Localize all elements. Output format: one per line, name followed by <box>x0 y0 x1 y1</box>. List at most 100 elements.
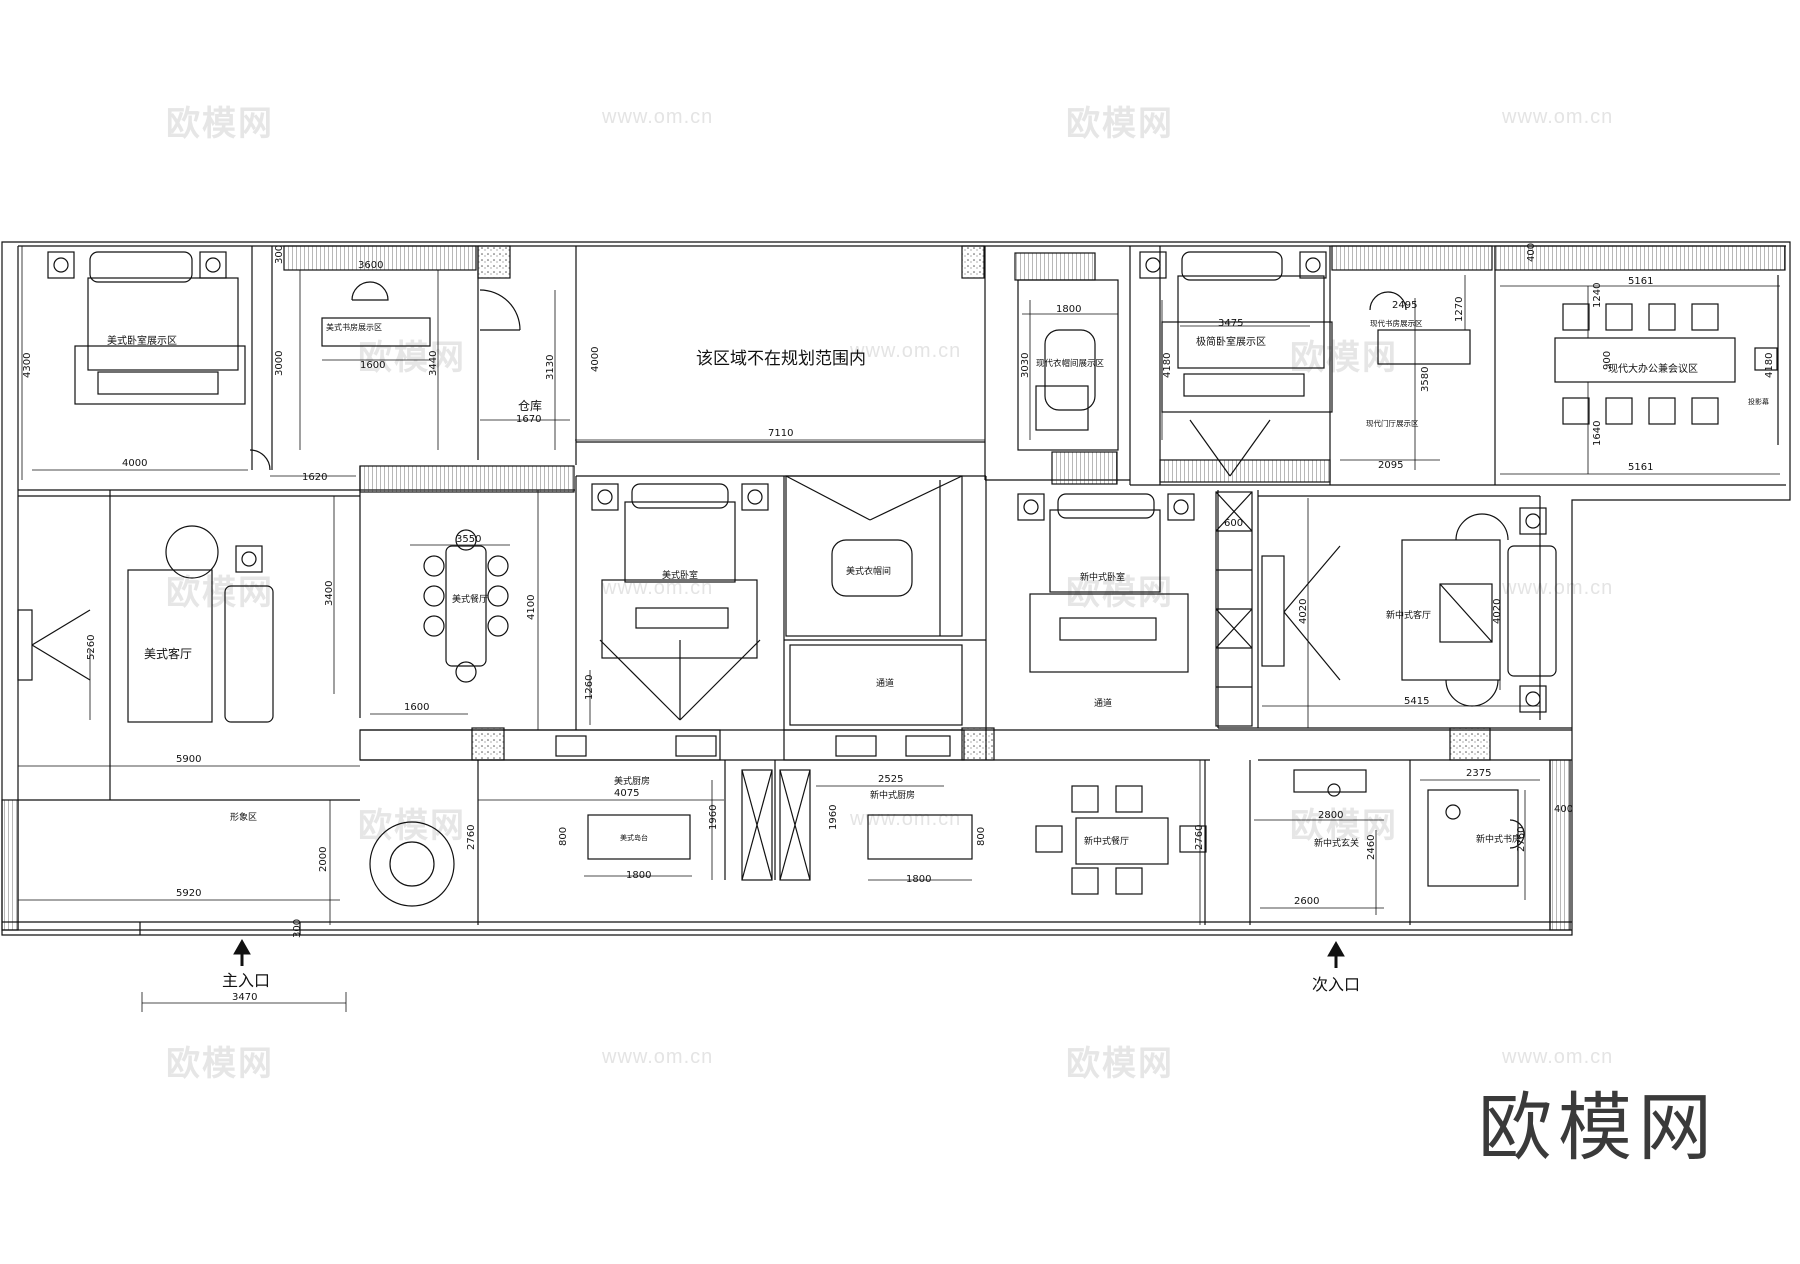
dim-4300: 4300 <box>22 353 33 378</box>
dim-1240: 1240 <box>1592 283 1603 308</box>
room-label-us-island: 美式岛台 <box>620 833 648 842</box>
watermark-brand: 欧模网 <box>1066 573 1174 613</box>
dim-4180b: 4180 <box>1764 353 1775 378</box>
dim-4000: 4000 <box>122 458 147 469</box>
dim-1670: 1670 <box>516 414 541 425</box>
watermark-url: www.om.cn <box>602 1046 714 1068</box>
dim-1620: 1620 <box>302 472 327 483</box>
dim-3000: 3000 <box>274 351 285 376</box>
dim-400b: 400 <box>1554 804 1573 815</box>
dim-4100: 4100 <box>526 595 537 620</box>
dim-3580: 3580 <box>1420 367 1431 392</box>
room-label-new-chinese-bedroom: 新中式卧室 <box>1080 571 1125 583</box>
room-label-passage-1: 通道 <box>876 677 894 689</box>
room-label-modern-office-meeting: 现代大办公兼会议区 <box>1608 362 1698 375</box>
room-label-new-chinese-study: 新中式书房 <box>1476 833 1521 845</box>
dim-300b: 300 <box>292 919 303 938</box>
dim-7110: 7110 <box>768 428 793 439</box>
dim-800b: 800 <box>976 827 987 846</box>
room-label-new-chinese-living-room: 新中式客厅 <box>1386 609 1431 621</box>
room-label-us-dining-room: 美式餐厅 <box>452 593 488 605</box>
dim-1800c: 1800 <box>906 874 931 885</box>
dim-1960b: 1960 <box>828 805 839 830</box>
room-label-modern-entry-hall-display: 现代门厅展示区 <box>1366 418 1419 428</box>
room-label-us-wardrobe: 美式衣帽间 <box>846 565 891 577</box>
room-label-us-study-display: 美式书房展示区 <box>326 322 382 332</box>
dim-1600: 1600 <box>360 360 385 371</box>
dim-1600b: 1600 <box>404 702 429 713</box>
dim-5900: 5900 <box>176 754 201 765</box>
watermark-brand: 欧模网 <box>1066 1044 1174 1084</box>
room-label-new-chinese-foyer: 新中式玄关 <box>1314 837 1359 849</box>
dim-800: 800 <box>558 827 569 846</box>
dim-1800: 1800 <box>1056 304 1081 315</box>
dim-400: 400 <box>1526 243 1537 262</box>
outer-wall <box>1 241 1791 936</box>
dim-3475: 3475 <box>1218 318 1243 329</box>
dim-1260: 1260 <box>584 675 595 700</box>
watermark-url: www.om.cn <box>1502 1046 1614 1068</box>
watermark-brand: 欧模网 <box>1066 104 1174 144</box>
dim-3130: 3130 <box>545 355 556 380</box>
dim-3030: 3030 <box>1020 353 1031 378</box>
watermark-url: www.om.cn <box>1502 106 1614 128</box>
room-label-new-chinese-kitchen: 新中式厨房 <box>870 789 915 801</box>
dim-2495: 2495 <box>1392 300 1417 311</box>
dim-2095: 2095 <box>1378 460 1403 471</box>
dim-3470: 3470 <box>232 992 257 1003</box>
watermark-url: www.om.cn <box>602 106 714 128</box>
dim-5161b: 5161 <box>1628 462 1653 473</box>
watermark-url: www.om.cn <box>1502 577 1614 599</box>
room-label-us-bedroom: 美式卧室 <box>662 569 698 581</box>
watermark-url: www.om.cn <box>850 808 962 830</box>
watermark-brand: 欧模网 <box>166 573 274 613</box>
watermark-brand: 欧模网 <box>1290 806 1398 846</box>
dim-4020: 4020 <box>1298 599 1309 624</box>
room-label-projection-screen: 投影幕 <box>1748 397 1769 406</box>
dim-300: 300 <box>274 245 285 264</box>
room-label-new-chinese-dining: 新中式餐厅 <box>1084 835 1129 847</box>
room-label-modern-wardrobe-display: 现代衣帽间展示区 <box>1036 358 1105 369</box>
dim-4180: 4180 <box>1162 353 1173 378</box>
dim-4075: 4075 <box>614 788 639 799</box>
dim-2760: 2760 <box>466 825 477 850</box>
room-label-light-luxury-bedroom-display: 极简卧室展示区 <box>1196 335 1266 348</box>
dim-1270: 1270 <box>1454 297 1465 322</box>
room-label-us-kitchen: 美式厨房 <box>614 775 650 787</box>
dim-5260: 5260 <box>86 635 97 660</box>
dim-3550: 3550 <box>456 534 481 545</box>
watermark-brand: 欧模网 <box>358 338 466 378</box>
watermark-brand: 欧模网 <box>166 104 274 144</box>
dim-3400: 3400 <box>324 581 335 606</box>
corner-brand-logo: 欧模网 <box>1478 1085 1718 1171</box>
dim-2600: 2600 <box>1294 896 1319 907</box>
dim-600: 600 <box>1224 518 1243 529</box>
main-entrance-label: 主入口 <box>222 971 270 990</box>
dim-2525: 2525 <box>878 774 903 785</box>
dim-5415: 5415 <box>1404 696 1429 707</box>
dim-2760c: 2760 <box>1516 827 1527 852</box>
room-label-passage-2: 通道 <box>1094 697 1112 709</box>
dim-2375: 2375 <box>1466 768 1491 779</box>
dim-3440: 3440 <box>428 351 439 376</box>
dim-1800b: 1800 <box>626 870 651 881</box>
dim-2760b: 2760 <box>1194 825 1205 850</box>
watermark-brand: 欧模网 <box>166 1044 274 1084</box>
dim-1640: 1640 <box>1592 421 1603 446</box>
dim-4000b: 4000 <box>590 347 601 372</box>
watermark-url: www.om.cn <box>850 340 962 362</box>
dim-5920: 5920 <box>176 888 201 899</box>
dim-4020b: 4020 <box>1492 599 1503 624</box>
room-label-warehouse: 仓库 <box>518 398 542 413</box>
dim-2460: 2460 <box>1366 835 1377 860</box>
room-label-not-in-scope: 该区域不在规划范围内 <box>696 349 866 369</box>
dim-1960: 1960 <box>708 805 719 830</box>
dim-900: 900 <box>1602 351 1613 370</box>
dim-2800: 2800 <box>1318 810 1343 821</box>
room-label-us-bedroom-display: 美式卧室展示区 <box>107 334 177 347</box>
dim-5161: 5161 <box>1628 276 1653 287</box>
room-label-image-area: 形象区 <box>230 811 257 823</box>
room-label-modern-study-display: 现代书房展示区 <box>1370 318 1423 328</box>
dim-2000: 2000 <box>318 847 329 872</box>
